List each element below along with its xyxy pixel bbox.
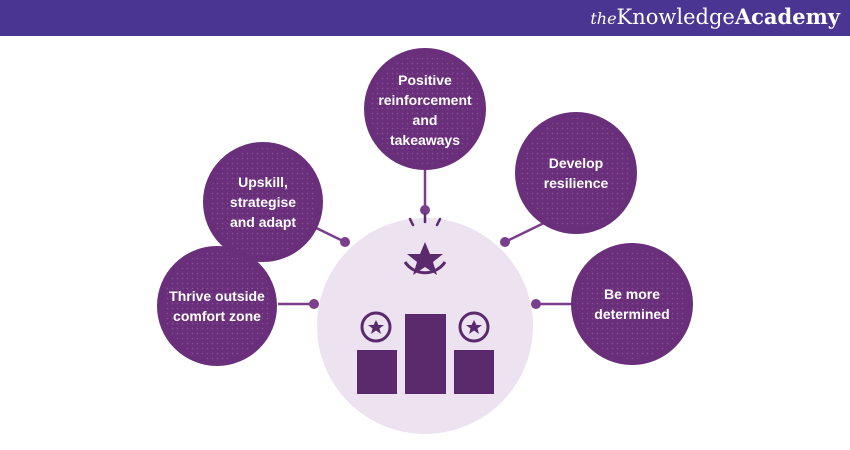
header-bar: theKnowledgeAcademy — [0, 0, 850, 36]
node-label-upskill: Upskill, strategise and adapt — [208, 162, 318, 242]
podium-with-star-badges-icon — [357, 212, 494, 394]
node-upskill-line-1: Upskill, — [238, 174, 288, 190]
node-texture-positive — [370, 54, 480, 164]
node-circles — [157, 48, 693, 366]
node-label-thrive: Thrive outside comfort zone — [162, 278, 272, 334]
node-label-determined: Be more determined — [577, 276, 687, 332]
brand-the: the — [590, 9, 617, 28]
node-thrive-line-2: comfort zone — [173, 308, 261, 324]
brand-logo[interactable]: theKnowledgeAcademy — [590, 4, 840, 32]
node-positive-line-2: reinforcement — [378, 92, 472, 108]
benefits-diagram — [157, 48, 693, 434]
node-texture-upskill — [209, 148, 317, 256]
connector-resilience — [504, 220, 547, 244]
connector-dot-positive — [420, 205, 430, 215]
node-label-positive: Positive reinforcement and takeaways — [368, 65, 482, 155]
node-texture-resilience — [521, 118, 631, 228]
node-positive-line-4: takeaways — [389, 132, 461, 148]
brand-knowledge: Knowledge — [616, 5, 735, 29]
node-positive-line-1: Positive — [398, 72, 452, 88]
node-resilience-line-1: Develop — [548, 155, 604, 171]
connector-dot-thrive — [309, 299, 319, 309]
node-upskill-line-2: strategise — [229, 194, 297, 210]
connector-dot-determined — [531, 299, 541, 309]
node-resilience-line-2: resilience — [543, 175, 609, 191]
node-upskill-line-3: and adapt — [229, 214, 297, 230]
node-texture-determined — [577, 249, 687, 359]
node-thrive-line-1: Thrive outside — [169, 288, 265, 304]
brand-academy: Academy — [734, 4, 840, 29]
node-determined-line-1: Be more — [603, 286, 661, 302]
node-positive-line-3: and — [412, 112, 438, 128]
node-label-resilience: Develop resilience — [521, 145, 631, 201]
connector-dot-upskill — [340, 237, 350, 247]
node-texture-thrive — [163, 252, 271, 360]
node-determined-line-2: determined — [594, 306, 670, 322]
connector-dot-resilience — [500, 237, 510, 247]
